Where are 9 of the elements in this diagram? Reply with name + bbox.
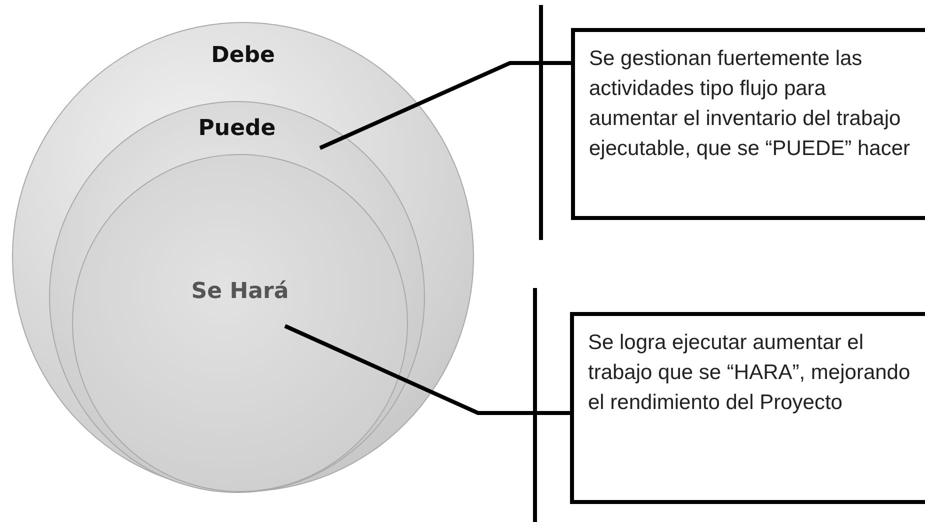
description-text: Se logra ejecutar aumentar el trabajo que se “HARA”, mejorando el rendimiento del Proyecto bbox=[588, 330, 912, 416]
set-label: Puede bbox=[197, 116, 277, 141]
set-label: Se Hará bbox=[190, 279, 290, 304]
leader-line bbox=[319, 61, 571, 150]
leader-line bbox=[284, 324, 570, 415]
description-text: Se gestionan fuertemente las actividades tipo flujo para aumentar el inventario del trabajo ejecutable, que se “PUEDE” hacer bbox=[589, 46, 911, 162]
description-box bbox=[570, 312, 925, 504]
description-box bbox=[571, 28, 925, 220]
set-label: Debe bbox=[210, 43, 276, 68]
